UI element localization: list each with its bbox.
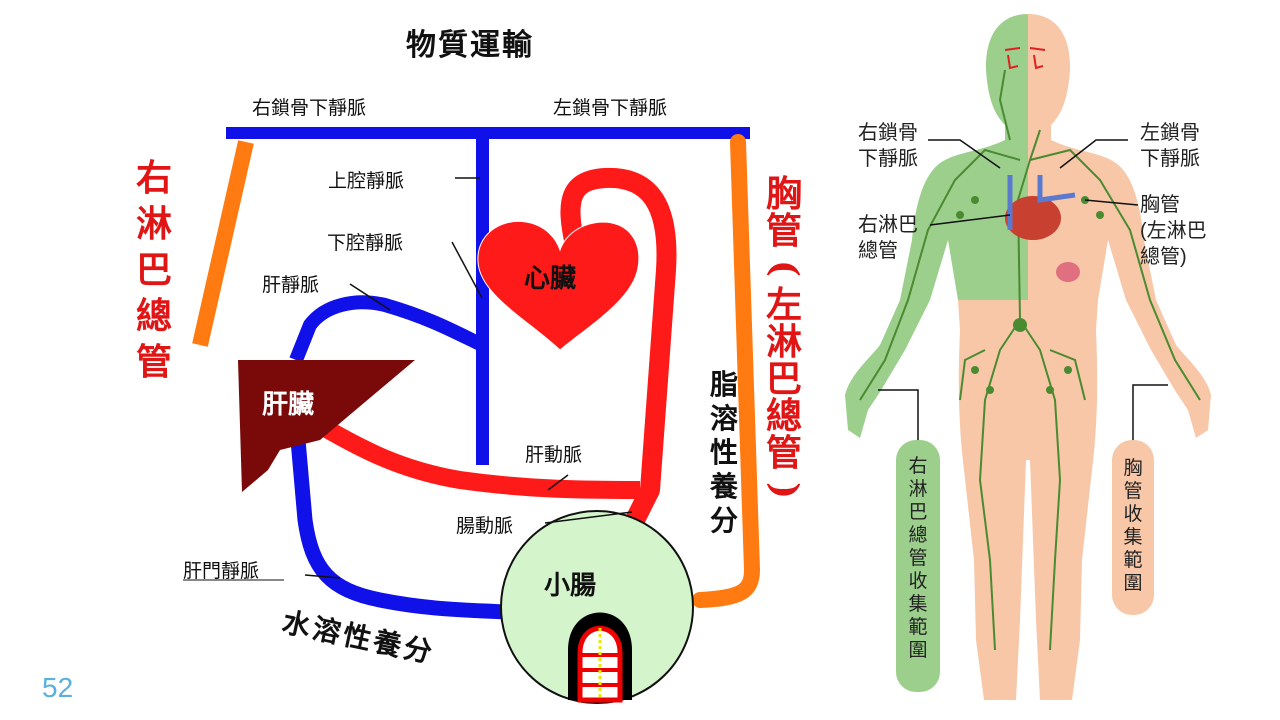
- label-heart: 心臟: [524, 264, 577, 294]
- right-range-pill: [896, 440, 940, 692]
- label-intestinal-artery: 腸動脈: [456, 515, 514, 537]
- aorta-loop: [560, 167, 677, 535]
- label-left-subclavian-vein: 左鎖骨下靜脈: [553, 97, 668, 119]
- label-right-lymph-duct: 右 淋 巴 總 管: [135, 157, 172, 383]
- liver-shape: [238, 360, 415, 492]
- hepatic-artery-line: [320, 420, 641, 499]
- label-hepatic-portal-vein: 肝門靜脈: [183, 560, 260, 582]
- page-title: 物質運輸: [406, 28, 534, 63]
- small-intestine-shape: [500, 510, 694, 704]
- body-label-right-lymph-duct: 右淋巴 總管: [858, 214, 918, 262]
- body-label-thoracic-duct: 胸管 (左淋巴 總管): [1140, 194, 1207, 268]
- right-collection-range-label: 右 淋 巴 總 管 收 集 範 圍: [908, 456, 928, 661]
- lymph-vessel-network: [859, 69, 1201, 651]
- heart-shape: [477, 220, 640, 351]
- subclavian-vein-bar: [226, 127, 750, 139]
- label-superior-vena-cava: 上腔靜脈: [328, 170, 405, 192]
- label-fat-soluble-nutrients: 脂 溶 性 養 分: [709, 368, 738, 537]
- label-inferior-vena-cava: 下腔靜脈: [327, 232, 404, 254]
- label-liver: 肝臟: [262, 390, 315, 420]
- left-lymph-zone: [958, 14, 1211, 700]
- label-thoracic-duct: 胸 管 ( 左 淋 巴 總 管 ): [763, 173, 806, 500]
- right-lymph-duct-line: [192, 140, 254, 347]
- label-small-intestine: 小腸: [544, 571, 597, 601]
- hepatic-vein-line: [289, 295, 486, 363]
- label-right-subclavian-vein: 右鎖骨下靜脈: [252, 97, 367, 119]
- thoracic-range-pill: [1112, 440, 1154, 615]
- page-number: 52: [42, 672, 74, 703]
- body-heart: [1005, 196, 1061, 240]
- label-hepatic-vein: 肝靜脈: [262, 274, 320, 296]
- thoracic-collection-range-label: 胸 管 收 集 範 圍: [1123, 458, 1143, 594]
- hepatic-portal-vein-line: [290, 439, 506, 620]
- right-lymph-zone: [845, 14, 1028, 438]
- thoracic-duct-line: [692, 134, 761, 608]
- vena-cava-line: [476, 135, 489, 465]
- body-label-right-subclavian: 右鎖骨 下靜脈: [858, 122, 918, 170]
- body-label-left-subclavian: 左鎖骨 下靜脈: [1140, 122, 1200, 170]
- label-hepatic-artery: 肝動脈: [525, 444, 583, 466]
